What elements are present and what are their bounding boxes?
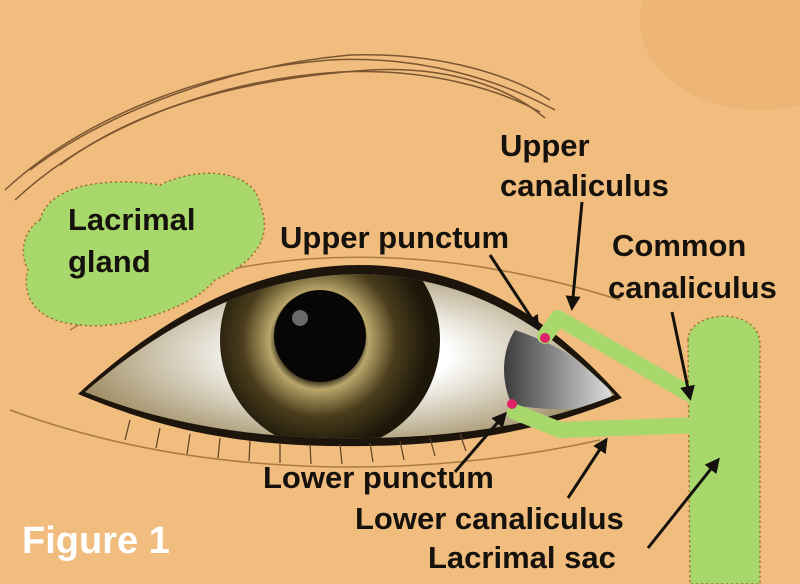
- figure-label: Figure 1: [22, 520, 170, 562]
- label-common-canaliculus-line1: Common: [612, 228, 746, 263]
- lacrimal-sac: [687, 315, 761, 584]
- label-lower-punctum: Lower punctum: [263, 460, 494, 495]
- lower-punctum-dot: [507, 399, 517, 409]
- lacrimal-gland: [22, 172, 266, 327]
- arrow-lacrimal-sac: [646, 457, 720, 549]
- eyelashes: [124, 419, 467, 465]
- canaliculi: [507, 310, 728, 438]
- label-lacrimal-gland-line1: Lacrimal: [68, 202, 196, 237]
- lower-lid-line: [9, 409, 601, 468]
- arrow-common-canaliculus: [670, 311, 695, 401]
- arrow-upper-punctum: [488, 254, 540, 331]
- label-common-canaliculus-line2: canaliculus: [608, 270, 777, 305]
- pupil: [274, 290, 366, 382]
- upper-punctum-dot: [540, 333, 550, 343]
- arrow-lower-punctum: [453, 411, 507, 473]
- eyebrow: [4, 53, 556, 201]
- cheek-shading: [640, 0, 800, 110]
- caruncle: [504, 330, 612, 410]
- arrow-upper-canaliculus: [565, 201, 584, 311]
- label-lacrimal-sac: Lacrimal sac: [428, 540, 616, 575]
- label-upper-punctum: Upper punctum: [280, 220, 509, 255]
- pupil-highlight: [292, 310, 308, 326]
- arrow-lower-canaliculus: [566, 437, 608, 499]
- label-upper-canaliculus-line2: canaliculus: [500, 168, 669, 203]
- label-lower-canaliculus: Lower canaliculus: [355, 501, 624, 536]
- label-upper-canaliculus-line1: Upper: [500, 128, 590, 163]
- label-lacrimal-gland-line2: gland: [68, 244, 151, 279]
